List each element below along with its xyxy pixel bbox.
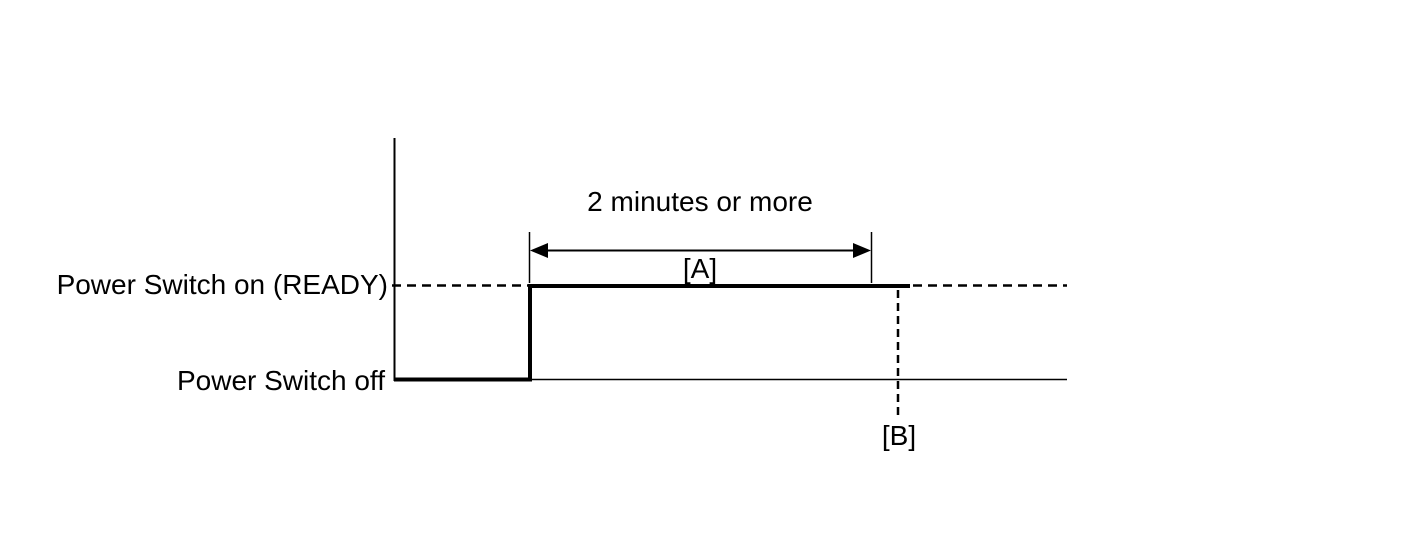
marker-a-label: [A] — [682, 253, 718, 284]
signal-step-line — [394, 284, 910, 382]
marker-b-label: [B] — [881, 420, 917, 451]
arrowhead-left-icon — [530, 243, 548, 258]
power-switch-off-label: Power Switch off — [176, 365, 385, 396]
duration-annotation-label: 2 minutes or more — [587, 186, 813, 217]
power-switch-on-label: Power Switch on (READY) — [56, 269, 388, 300]
arrowhead-right-icon — [853, 243, 871, 258]
